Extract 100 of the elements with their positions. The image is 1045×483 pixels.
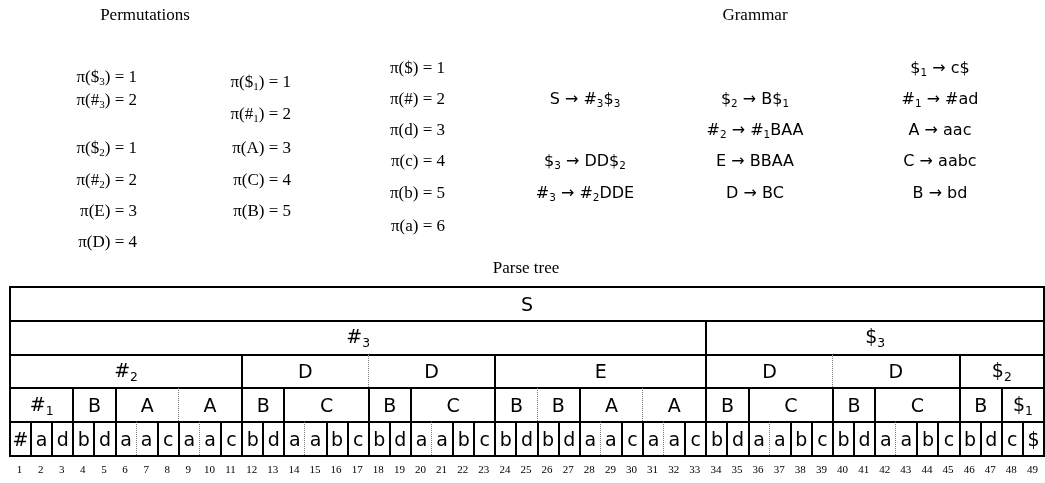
position-number: 6 <box>122 463 128 476</box>
position-number: 39 <box>815 463 827 476</box>
position-number: 25 <box>520 463 532 476</box>
position-number: 5 <box>101 463 107 476</box>
position-number: 45 <box>942 463 954 476</box>
permutation-formula: π($$_{1}$) = 1 <box>230 73 291 93</box>
terminal-cell: c <box>620 421 643 455</box>
position-number: 22 <box>457 463 469 476</box>
position-number: 37 <box>773 463 785 476</box>
parse-tree-cell: C <box>409 387 495 422</box>
parse-tree-cell: B <box>72 387 115 422</box>
position-number: 44 <box>921 463 933 476</box>
grammar-rule: #$_{3}$ → #$_{2}$DDE <box>535 184 635 204</box>
grammar-rule: A → aac <box>908 121 972 139</box>
position-number: 35 <box>731 463 743 476</box>
position-number: 27 <box>562 463 574 476</box>
position-number: 9 <box>185 463 192 476</box>
terminal-cell: d <box>515 421 537 455</box>
terminal-cell: d <box>979 421 1001 455</box>
terminal-cell: d <box>262 421 284 455</box>
grammar-rule: S → #$_{3}$$$_{3}$ <box>549 90 621 110</box>
permutation-formula: π(E) = 3 <box>80 202 137 221</box>
permutation-formula: π(#$_{3}$) = 2 <box>76 91 137 111</box>
grammar-rule: $$_{3}$ → DD$$_{2}$ <box>544 152 626 172</box>
grammar-rule: E → BBAA <box>716 152 794 170</box>
position-number: 29 <box>604 463 616 476</box>
terminal-cell: c <box>684 421 706 455</box>
permutation-formula: π(#$_{1}$) = 2 <box>230 105 291 125</box>
permutation-formula: π(a) = 6 <box>390 217 445 236</box>
position-number: 10 <box>203 463 215 476</box>
position-number: 4 <box>80 463 86 476</box>
position-number: 14 <box>288 463 300 476</box>
terminal-cell: d <box>388 421 410 455</box>
terminal-cell: a <box>409 421 432 455</box>
position-number: 38 <box>794 463 806 476</box>
permutation-formula: π($$_{2}$) = 1 <box>76 139 137 159</box>
section-heading: Parse tree <box>492 259 560 278</box>
parse-tree-cell: B <box>367 387 410 422</box>
permutation-formula: π($) = 1 <box>390 59 445 78</box>
position-number: 30 <box>626 463 637 476</box>
parse-tree-cell: D <box>367 353 495 388</box>
parse-tree-cell: B <box>494 387 537 422</box>
terminal-cell: a <box>895 421 917 455</box>
parse-tree-cell: $$_{3}$ <box>705 319 1043 354</box>
terminal-cell: a <box>874 421 896 455</box>
position-number: 32 <box>668 463 680 476</box>
terminal-cell: b <box>241 421 263 455</box>
permutation-formula: π(c) = 4 <box>390 152 445 171</box>
terminal-cell: a <box>431 421 453 455</box>
terminal-cell: b <box>831 421 854 455</box>
grammar-rule: #$_{2}$ → #$_{1}$BAA <box>706 121 804 141</box>
terminal-cell: # <box>9 421 31 455</box>
terminal-cell: a <box>135 421 157 455</box>
parse-tree-cell: #$_{3}$ <box>9 319 706 354</box>
parse-tree-cell: C <box>747 387 832 422</box>
parse-tree-cell: #$_{1}$ <box>9 387 73 422</box>
position-number: 28 <box>583 463 595 476</box>
terminal-cell: c <box>810 421 832 455</box>
terminal-cell: c <box>473 421 495 455</box>
terminal-cell: c <box>346 421 368 455</box>
terminal-cell: a <box>177 421 199 455</box>
position-number: 40 <box>837 463 848 476</box>
terminal-cell: b <box>325 421 347 455</box>
terminal-cell: a <box>642 421 664 455</box>
parse-tree-cell: B <box>705 387 748 422</box>
grammar-rule: #$_{1}$ → #ad <box>901 90 979 110</box>
permutation-formula: π(B) = 5 <box>233 202 291 221</box>
position-number: 43 <box>900 463 912 476</box>
parse-tree-cell: $$_{1}$ <box>1000 387 1043 422</box>
terminal-cell: b <box>916 421 938 455</box>
position-number: 24 <box>499 463 511 476</box>
position-number: 13 <box>267 463 279 476</box>
parse-tree-cell: C <box>283 387 368 422</box>
terminal-cell: c <box>937 421 959 455</box>
position-number: 42 <box>879 463 891 476</box>
position-number: 3 <box>59 463 65 476</box>
parse-tree-cell: A <box>578 387 643 422</box>
position-number: 16 <box>330 463 342 476</box>
permutation-formula: π(D) = 4 <box>78 233 137 252</box>
position-number: 15 <box>309 463 321 476</box>
terminal-cell: d <box>853 421 875 455</box>
section-heading: Permutations <box>100 6 190 25</box>
parse-tree-cell: C <box>874 387 959 422</box>
position-number: 12 <box>246 463 258 476</box>
parse-tree-cell: B <box>241 387 284 422</box>
parse-tree-cell: S <box>9 286 1043 320</box>
terminal-cell: b <box>452 421 474 455</box>
terminal-cell: a <box>747 421 769 455</box>
position-number: 2 <box>37 463 44 476</box>
permutation-formula: π(A) = 3 <box>232 139 291 158</box>
terminal-cell: b <box>536 421 558 455</box>
terminal-cell: a <box>768 421 790 455</box>
permutation-formula: π(#$_{2}$) = 2 <box>76 171 137 191</box>
position-number: 20 <box>415 463 426 476</box>
parse-tree-cell: $$_{2}$ <box>958 353 1043 388</box>
position-number: 7 <box>143 463 149 476</box>
terminal-cell: d <box>51 421 73 455</box>
position-number: 17 <box>351 463 363 476</box>
position-number: 26 <box>541 463 553 476</box>
permutation-formula: π($$_{3}$) = 1 <box>76 68 137 88</box>
